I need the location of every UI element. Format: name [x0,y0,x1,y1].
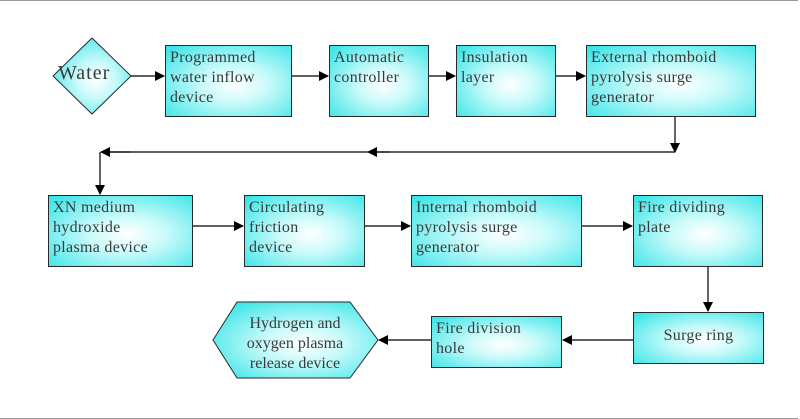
internal-rhomboid-pyrolysis-surge-generator-box: Internal rhomboid pyrolysis surge genera… [411,195,582,267]
water-diamond-shape [52,37,132,115]
release-device-hexagon-shape [212,301,379,379]
xn-medium-hydroxide-plasma-device-box: XN medium hydroxide plasma device [48,195,193,267]
water-start-node: Water [58,62,111,84]
hydrogen-oxygen-release-device-node: Hydrogen and oxygen plasma release devic… [246,315,344,372]
surge-ring-box: Surge ring [633,312,764,364]
fire-division-hole-box: Fire division hole [431,316,562,368]
insulation-layer-box: Insulation layer [456,45,556,117]
circulating-friction-device-box: Circulating friction device [244,195,365,267]
programmed-water-inflow-device-box: Programmed water inflow device [165,45,292,117]
fire-dividing-plate-box: Fire dividing plate [633,195,763,267]
automatic-controller-box: Automatic controller [329,45,429,117]
external-rhomboid-pyrolysis-surge-generator-box: External rhomboid pyrolysis surge genera… [586,45,756,117]
